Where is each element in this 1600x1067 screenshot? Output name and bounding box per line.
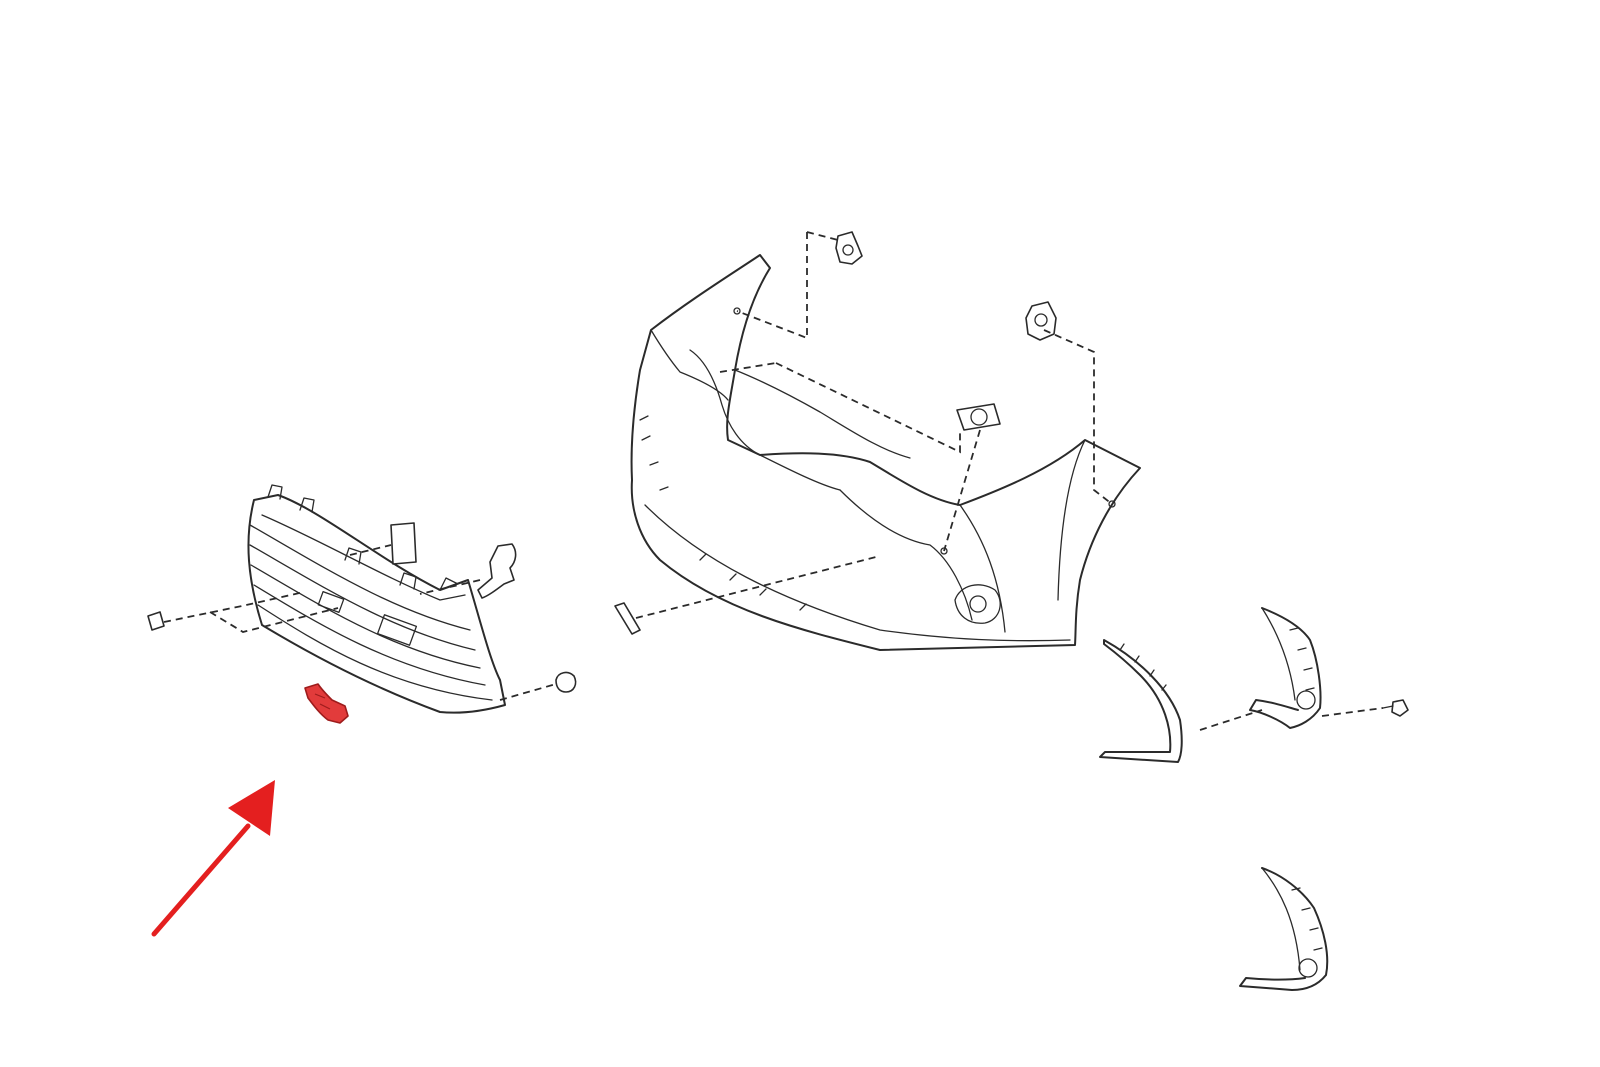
bumper-retainer-clip — [956, 403, 1001, 431]
grille-clip-left — [147, 611, 165, 631]
highlighted-grille-retainer — [304, 683, 349, 724]
clip-top-center — [835, 231, 863, 265]
fog-lamp-bezel-lower — [1239, 867, 1329, 991]
lower-grille — [247, 484, 506, 714]
red-arrow-icon — [151, 780, 275, 937]
grille-clip-right — [555, 671, 577, 693]
fog-lamp-bezel-upper — [1249, 607, 1322, 729]
clip-top-right — [1025, 301, 1057, 341]
fog-lamp-screw — [1382, 699, 1409, 717]
small-bracket-left — [614, 602, 641, 635]
rectangular-label-pad — [390, 522, 417, 565]
leader-lines — [163, 231, 1384, 731]
front-bumper-cover — [630, 254, 1141, 651]
bumper-trim-strip — [1099, 639, 1183, 763]
grille-bracket — [477, 543, 517, 599]
